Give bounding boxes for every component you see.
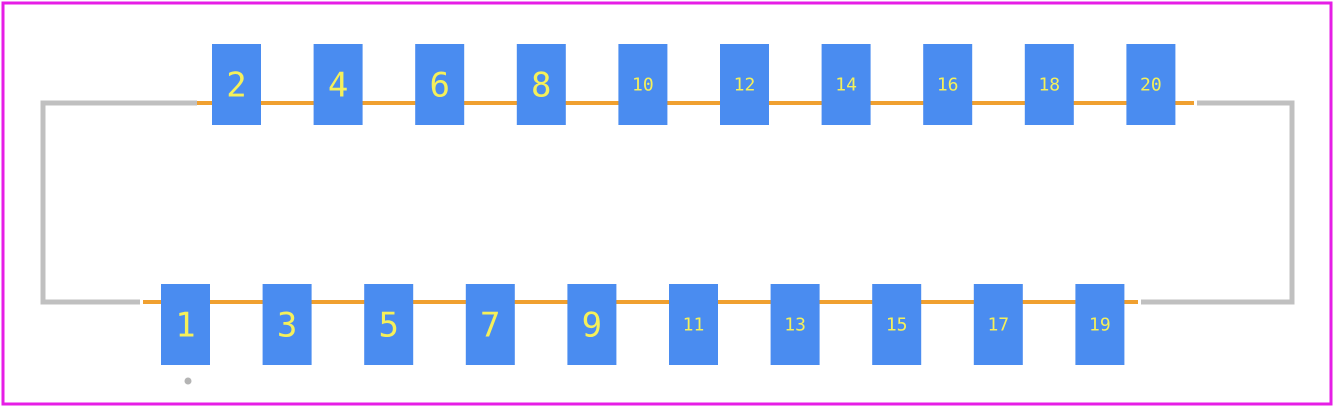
pad-4: 4 xyxy=(313,44,363,125)
pad-shape xyxy=(262,284,312,365)
pad-13: 13 xyxy=(770,284,820,365)
pad-shape xyxy=(720,44,769,125)
silkscreen-right-bracket xyxy=(1141,100,1295,305)
pad-16: 16 xyxy=(923,44,973,125)
pad-3: 3 xyxy=(262,284,312,365)
pad-label: 18 xyxy=(1038,75,1060,96)
pad-shape xyxy=(161,284,210,365)
pad-2: 2 xyxy=(212,44,261,125)
pad-shape xyxy=(415,44,465,125)
pad-label: 3 xyxy=(277,306,297,346)
pad-label: 6 xyxy=(429,66,449,106)
pad-shape xyxy=(465,284,515,365)
pad-15: 15 xyxy=(872,284,922,365)
silkscreen-left-bracket xyxy=(40,100,197,305)
pad-label: 19 xyxy=(1089,315,1111,336)
pad-8: 8 xyxy=(516,44,566,125)
pad-label: 20 xyxy=(1140,75,1162,96)
pad-shape xyxy=(1126,44,1176,125)
pad-6: 6 xyxy=(415,44,465,125)
pad-label: 4 xyxy=(328,66,348,106)
pad-7: 7 xyxy=(465,284,515,365)
top-pad-row: 2 4 6 8 10 12 14 16 18 20 xyxy=(212,44,1176,125)
pad-5: 5 xyxy=(364,284,414,365)
pad-shape xyxy=(618,44,668,125)
pad-9: 9 xyxy=(567,284,617,365)
pad-19: 19 xyxy=(1075,284,1125,365)
pad-17: 17 xyxy=(973,284,1023,365)
pad-label: 17 xyxy=(987,315,1009,336)
pad-shape xyxy=(313,44,363,125)
pad-shape xyxy=(872,284,922,365)
pad-label: 15 xyxy=(886,315,908,336)
pad-18: 18 xyxy=(1024,44,1074,125)
pad-shape xyxy=(923,44,973,125)
pad-shape xyxy=(212,44,261,125)
pad-shape xyxy=(973,284,1023,365)
pad-10: 10 xyxy=(618,44,668,125)
pad-shape xyxy=(669,284,718,365)
pad-label: 10 xyxy=(632,75,654,96)
pad-shape xyxy=(567,284,617,365)
pad-label: 5 xyxy=(378,306,398,346)
pad-shape xyxy=(364,284,414,365)
pad-shape xyxy=(770,284,820,365)
pad-label: 11 xyxy=(683,315,705,336)
pad-label: 1 xyxy=(175,306,195,346)
pad-shape xyxy=(516,44,566,125)
pad-label: 9 xyxy=(582,306,602,346)
pad-label: 16 xyxy=(937,75,959,96)
pad-20: 20 xyxy=(1126,44,1176,125)
pad-shape xyxy=(821,44,871,125)
pad-12: 12 xyxy=(720,44,769,125)
pad-shape xyxy=(1075,284,1125,365)
pad-label: 14 xyxy=(835,75,857,96)
pad-label: 7 xyxy=(480,306,500,346)
pad-1: 1 xyxy=(161,284,210,365)
pad-label: 13 xyxy=(784,315,806,336)
pin1-marker xyxy=(184,377,192,385)
pad-14: 14 xyxy=(821,44,871,125)
pad-label: 8 xyxy=(531,66,551,106)
pad-shape xyxy=(1024,44,1074,125)
pad-label: 12 xyxy=(734,75,756,96)
pad-label: 2 xyxy=(226,66,246,106)
pad-11: 11 xyxy=(669,284,718,365)
